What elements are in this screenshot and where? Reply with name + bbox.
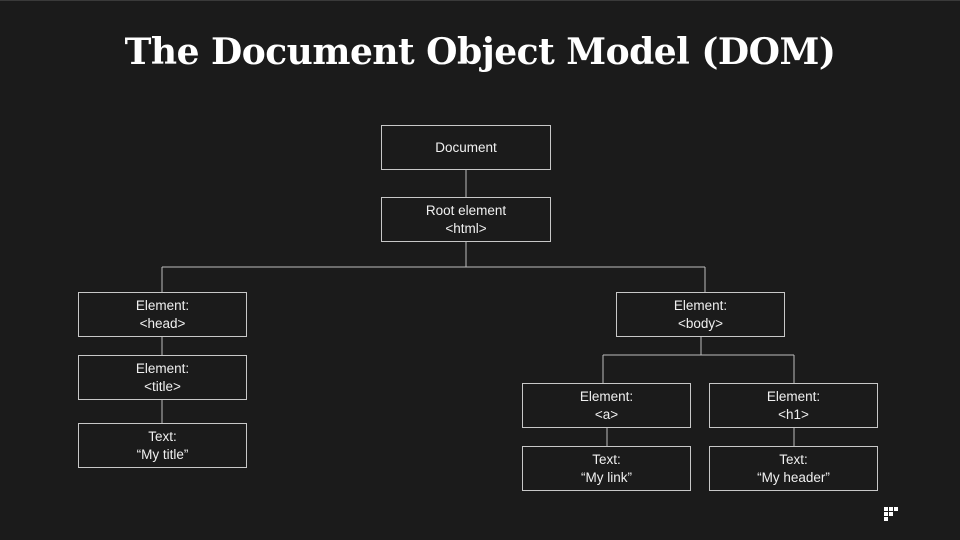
node-root-element: Root element <html> [381, 197, 551, 242]
presentation-logo-icon [884, 507, 898, 521]
node-document-label: Document [435, 139, 497, 155]
node-body-element: Element: <body> [616, 292, 785, 337]
node-root-tag: <html> [445, 220, 487, 236]
slide-title: The Document Object Model (DOM) [124, 31, 836, 73]
node-body-tag: <body> [677, 315, 724, 331]
node-title-label: Element: [135, 360, 190, 376]
node-h1-text-value: “My header” [757, 469, 830, 485]
node-a-text-label: Text: [592, 451, 621, 467]
node-a-element: Element: <a> [522, 383, 691, 428]
node-h1-element: Element: <h1> [709, 383, 878, 428]
node-a-tag: <a> [594, 406, 619, 422]
node-a-text: Text: “My link” [522, 446, 691, 491]
node-head-tag: <head> [139, 315, 186, 331]
node-a-label: Element: [579, 388, 634, 404]
node-title-text: Text: “My title” [78, 423, 247, 468]
node-h1-label: Element: [766, 388, 821, 404]
node-a-text-value: “My link” [581, 469, 632, 485]
node-h1-text-label: Text: [779, 451, 808, 467]
node-body-label: Element: [673, 297, 728, 313]
node-title-tag: <title> [144, 378, 181, 394]
node-head-element: Element: <head> [78, 292, 247, 337]
node-root-label: Root element [425, 202, 507, 218]
node-title-element: Element: <title> [78, 355, 247, 400]
node-title-text-label: Text: [148, 428, 177, 444]
node-head-label: Element: [135, 297, 190, 313]
node-title-text-value: “My title” [136, 446, 189, 462]
node-document: Document [381, 125, 551, 170]
node-h1-tag: <h1> [778, 406, 809, 422]
node-h1-text: Text: “My header” [709, 446, 878, 491]
